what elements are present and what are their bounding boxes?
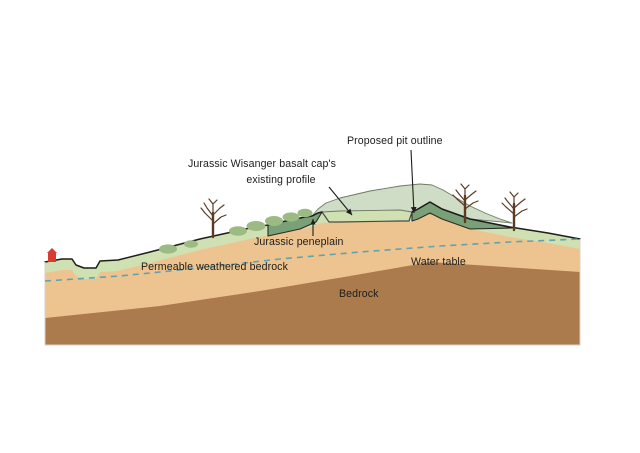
tree-right-2 [501,191,528,232]
shrub-icon [265,216,283,226]
label-jurassic-peneplain: Jurassic peneplain [254,236,344,248]
section-outline-border [44,239,581,346]
label-basalt-cap-line2: existing profile [246,174,315,186]
label-permeable-weathered-bedrock: Permeable weathered bedrock [141,261,289,273]
label-water-table: Water table [411,256,466,268]
shrub-icon [229,226,247,236]
tree-left [200,198,227,239]
shrub-cluster [159,208,313,254]
label-bedrock: Bedrock [339,288,379,300]
proposed-pit-outline-leader [410,149,417,214]
red-building [47,248,57,262]
basalt-cap-profile-leader [328,186,353,216]
water-table-line [44,238,581,282]
proposed-pit-outline [321,211,413,223]
tree-right-1 [452,183,479,224]
shrub-icon [297,208,313,218]
basalt-cap-existing-profile-ghost [311,183,513,224]
shrub-icon [246,221,266,231]
ground-surface-line-east [411,201,581,240]
shrub-icon [159,244,177,254]
label-proposed-pit-outline: Proposed pit outline [347,135,443,147]
shrub-icon [282,212,300,222]
shrub-icon [184,240,198,248]
label-basalt-cap-line1: Jurassic Wisanger basalt cap's [188,158,336,170]
